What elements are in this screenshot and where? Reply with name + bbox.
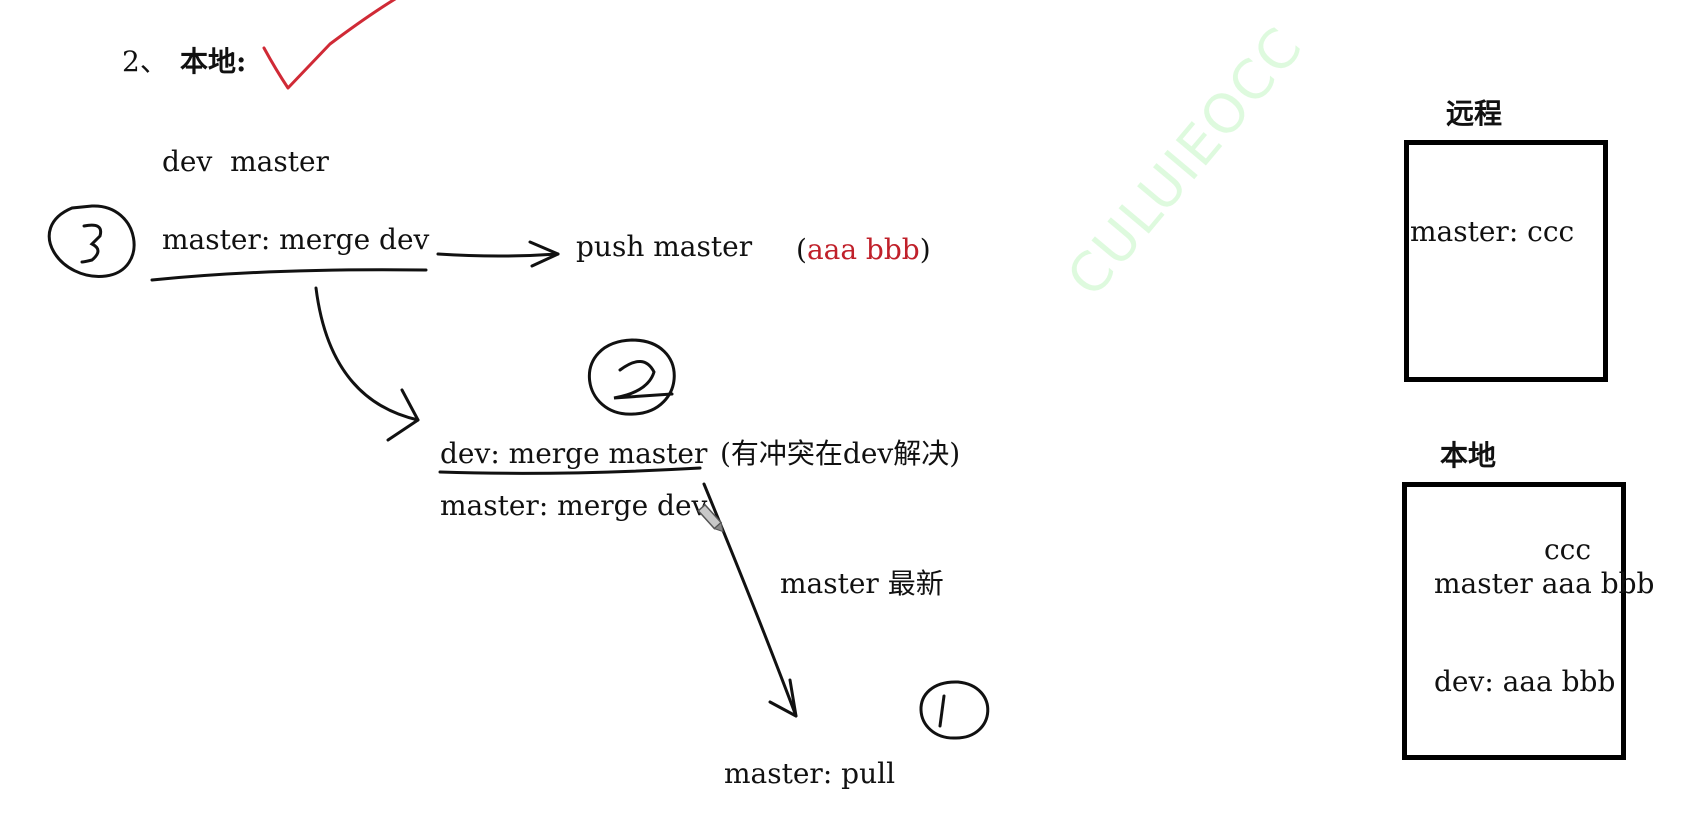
circle-1 (919, 680, 990, 740)
step3-underline (150, 268, 428, 282)
digit-2-stroke (613, 360, 674, 400)
step2-command2: master: merge dev (440, 489, 708, 522)
circle-3 (47, 204, 136, 278)
circle-1-number: 1 (0, 0, 1, 1)
red-check-mark (262, 0, 397, 90)
digit-3-stroke (80, 223, 103, 264)
step3-command: master: merge dev (162, 223, 430, 256)
curved-arrow-line (314, 286, 420, 422)
local-title: 本地 (1440, 439, 1497, 472)
push-commits: (aaa bbb) (796, 236, 931, 264)
watermark: CULUIEOCC (1054, 14, 1316, 309)
remote-box (1404, 140, 1608, 382)
local-line2: master aaa bbb (1434, 567, 1655, 600)
circle-2 (588, 338, 676, 416)
local-box (1402, 482, 1626, 760)
push-commits-value: aaa bbb (806, 233, 920, 266)
step2-command: dev: merge master (440, 437, 708, 470)
digit-1-stroke (938, 694, 946, 728)
curved-arrow-head (386, 388, 420, 442)
push-open-paren: ( (796, 233, 807, 266)
local-line3: dev: aaa bbb (1434, 665, 1616, 698)
down-arrow-head (768, 678, 798, 718)
branches-label: dev master (162, 145, 329, 178)
push-arrow-line (436, 252, 560, 258)
master-latest-label: master 最新 (780, 567, 944, 600)
heading-title: 本地: (180, 45, 247, 78)
push-arrow-head (528, 240, 560, 268)
remote-title: 远程 (1446, 97, 1503, 130)
step2-note: (有冲突在dev解决) (720, 437, 961, 470)
step1-command: master: pull (724, 757, 896, 790)
heading-number: 2、 (122, 45, 168, 78)
down-arrow-line (702, 482, 798, 718)
push-label: push master (576, 230, 753, 263)
push-close-paren: ) (919, 233, 931, 266)
remote-content: master: ccc (1410, 215, 1575, 248)
local-line1: ccc (1544, 533, 1592, 566)
